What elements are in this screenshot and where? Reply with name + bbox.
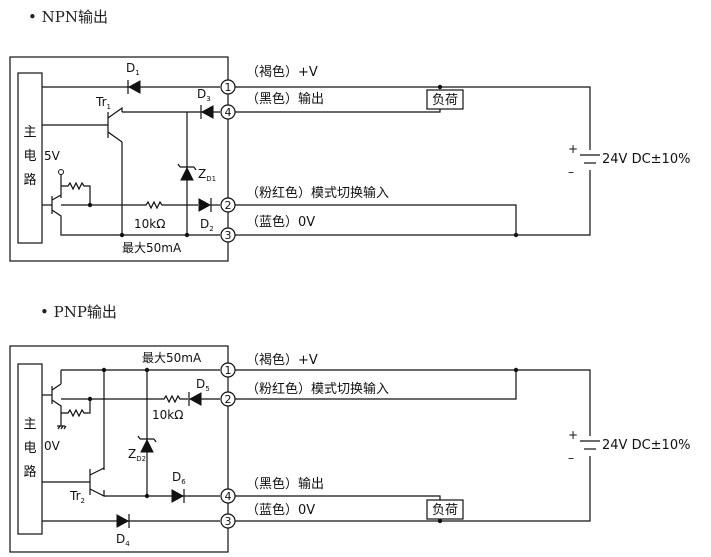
pnp-input-resistor-small bbox=[61, 399, 91, 418]
npn-section: • NPN输出 主 电 路 D1 Tr1 D3 ZD1 5V bbox=[9, 8, 690, 262]
pnp-load-label: 负荷 bbox=[432, 503, 458, 518]
npn-d3-diode-symbol bbox=[200, 105, 214, 119]
pnp-d4-diode-symbol bbox=[116, 514, 130, 528]
pnp-pin-1-label: 1 bbox=[225, 364, 232, 377]
npn-pin-2-label: 2 bbox=[225, 199, 232, 212]
npn-main-circuit-box bbox=[17, 72, 43, 244]
npn-pink-junction bbox=[513, 232, 519, 238]
npn-battery-plus: + bbox=[568, 142, 578, 156]
npn-d1-diode-symbol bbox=[127, 80, 141, 94]
npn-ground-junction-2 bbox=[184, 232, 190, 238]
npn-tr1-label: Tr1 bbox=[95, 95, 111, 111]
pnp-ground-symbol bbox=[57, 425, 67, 430]
pnp-sensor-box bbox=[9, 345, 229, 553]
npn-wire-black-label: （黑色）输出 bbox=[246, 91, 324, 107]
pnp-d5-label: D5 bbox=[196, 377, 210, 393]
pnp-load-junction bbox=[437, 518, 443, 524]
npn-5v-terminal bbox=[58, 169, 64, 175]
pnp-d6-label: D6 bbox=[172, 470, 186, 486]
npn-tr1-emitter bbox=[107, 131, 123, 143]
pnp-d5-diode-symbol bbox=[188, 392, 202, 406]
pnp-wire-black-label: （黑色）输出 bbox=[246, 476, 324, 492]
npn-input-junction bbox=[87, 202, 93, 208]
pnp-tr2-collector bbox=[89, 467, 105, 476]
pnp-tr2-emitter bbox=[89, 488, 220, 497]
pnp-d6-diode-symbol bbox=[171, 489, 185, 503]
pnp-input-tr-collector bbox=[51, 383, 62, 391]
pnp-pink-junction bbox=[513, 367, 519, 373]
pnp-output-junction bbox=[144, 493, 150, 499]
npn-pin-3-label: 3 bbox=[225, 229, 232, 242]
npn-5v-label: 5V bbox=[44, 149, 61, 163]
npn-d1-label: D1 bbox=[126, 61, 140, 77]
npn-max-current: 最大50mA bbox=[122, 241, 182, 255]
npn-load-junction bbox=[437, 84, 443, 90]
npn-load-box bbox=[426, 89, 464, 110]
pnp-input-wire bbox=[61, 394, 188, 404]
pnp-main-circuit-box bbox=[17, 363, 43, 535]
pnp-pin-3-label: 3 bbox=[225, 515, 232, 528]
pnp-pin-2-label: 2 bbox=[225, 393, 232, 406]
pnp-tr2-label: Tr2 bbox=[69, 489, 85, 505]
pnp-zener-symbol bbox=[140, 438, 154, 453]
npn-supply-label: 24V DC±10% bbox=[602, 152, 690, 167]
npn-blue-line bbox=[235, 170, 591, 236]
pnp-section: • PNP输出 主 电 路 最大50mA 0V 10kΩ D5 bbox=[9, 303, 690, 553]
npn-wire-brown-label: （褐色）+V bbox=[246, 64, 318, 80]
npn-d2-diode-symbol bbox=[198, 198, 212, 212]
npn-resistor-label: 10kΩ bbox=[134, 217, 165, 231]
npn-input-wire bbox=[61, 200, 198, 210]
npn-zener-symbol bbox=[180, 166, 194, 181]
pnp-resistor-label: 10kΩ bbox=[152, 408, 183, 422]
pnp-supply-label: 24V DC±10% bbox=[602, 438, 690, 453]
pnp-d4-label: D4 bbox=[116, 532, 130, 548]
pnp-input-tr-emitter bbox=[51, 399, 62, 426]
pnp-title: • PNP输出 bbox=[40, 303, 117, 321]
npn-battery-minus: – bbox=[568, 165, 574, 179]
npn-wire-pink-label: （粉红色）模式切换输入 bbox=[246, 185, 389, 201]
npn-main-char-3: 路 bbox=[23, 172, 36, 188]
pnp-load-box bbox=[426, 499, 464, 520]
pnp-pink-line bbox=[235, 370, 517, 400]
npn-title: • NPN输出 bbox=[28, 8, 108, 26]
npn-sensor-box bbox=[9, 56, 229, 262]
pnp-max-current: 最大50mA bbox=[142, 351, 202, 365]
pnp-main-char-2: 电 bbox=[23, 441, 36, 456]
npn-main-char-1: 主 bbox=[23, 125, 36, 140]
npn-input-tr-emitter bbox=[51, 209, 62, 220]
npn-main-char-2: 电 bbox=[23, 149, 36, 164]
npn-wire-blue-label: （蓝色）0V bbox=[246, 214, 315, 230]
pnp-main-char-1: 主 bbox=[23, 417, 36, 432]
pnp-input-junction bbox=[87, 396, 93, 402]
pnp-wire-brown-label: （褐色）+V bbox=[246, 352, 318, 368]
pnp-battery-minus: – bbox=[568, 451, 574, 465]
npn-pin-4-label: 4 bbox=[225, 106, 232, 119]
npn-input-tr-collector bbox=[51, 194, 62, 201]
npn-d2-label: D2 bbox=[200, 217, 214, 233]
pnp-blue-line bbox=[235, 456, 591, 522]
npn-zener-bar bbox=[177, 163, 197, 171]
pnp-0v-label: 0V bbox=[44, 439, 61, 453]
npn-load-label: 负荷 bbox=[432, 93, 458, 108]
pnp-zener-bar bbox=[137, 435, 157, 443]
npn-d3-label: D3 bbox=[197, 87, 211, 103]
pnp-battery-plus: + bbox=[568, 428, 578, 442]
pnp-black-line bbox=[235, 495, 441, 503]
npn-tr1-collector bbox=[107, 106, 123, 119]
npn-pin-1-label: 1 bbox=[225, 81, 232, 94]
npn-zener-label: ZD1 bbox=[198, 167, 216, 183]
pnp-zener-label: ZD2 bbox=[128, 447, 146, 463]
npn-pink-line bbox=[235, 204, 517, 235]
npn-ground-junction-1 bbox=[119, 232, 125, 238]
pnp-main-char-3: 路 bbox=[23, 464, 36, 480]
npn-ground-wire bbox=[60, 220, 220, 236]
npn-brown-line bbox=[235, 86, 591, 150]
npn-input-resistor-small bbox=[61, 181, 91, 205]
pnp-wire-blue-label: （蓝色）0V bbox=[246, 502, 315, 518]
pnp-brown-line bbox=[235, 369, 591, 436]
pnp-pin-4-label: 4 bbox=[225, 490, 232, 503]
pnp-wire-pink-label: （粉红色）模式切换输入 bbox=[246, 381, 389, 397]
